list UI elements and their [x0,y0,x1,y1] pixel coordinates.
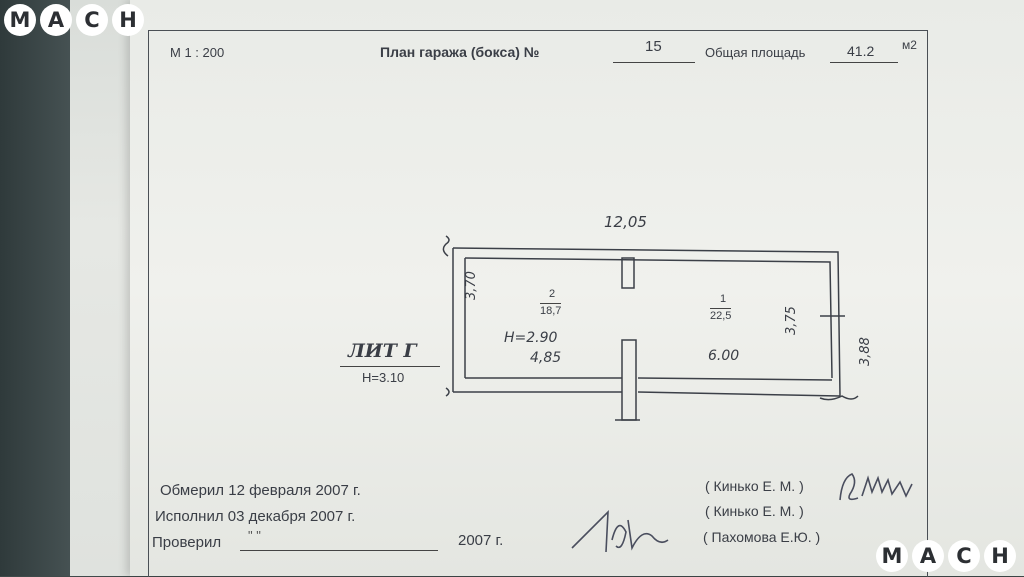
room1-number: 1 [720,293,727,305]
watermark-letter: М [4,4,36,36]
plan-title: План гаража (бокса) № [380,44,540,60]
area-label: Общая площадь [705,45,806,60]
watermark-letter: С [948,540,980,572]
scale-label: М 1 : 200 [170,45,225,60]
watermark-letter: А [40,4,72,36]
left-segment-dimension: 4,85 [530,350,562,366]
lit-height: H=3.10 [362,370,405,385]
watermark-top-left: М А С Н [4,4,144,36]
room2-area: 18,7 [540,303,562,317]
watermark-bottom-right: М А С Н [876,540,1016,572]
watermark-letter: Н [984,540,1016,572]
garage-number: 15 [645,38,662,55]
inner-height: H=2.90 [504,330,558,346]
measured-by: ( Кинько Е. М. ) [705,478,804,494]
lit-underline [340,366,440,367]
signature-bottom [571,509,669,553]
checked-handwritten-date: " " [248,528,261,543]
measured-line: Обмерил 12 февраля 2007 г. [160,482,361,499]
number-underline [613,62,695,63]
watermark-letter: А [912,540,944,572]
checked-by: ( Пахомова Е.Ю. ) [703,529,821,545]
area-value: 41.2 [847,43,875,59]
checked-year: 2007 г. [458,532,504,549]
right-segment-dimension: 6.00 [708,348,740,364]
area-underline [830,62,898,63]
room1-area: 22,5 [710,308,732,322]
checked-underline [240,550,438,551]
signature-top [839,473,913,501]
executed-by: ( Кинько Е. М. ) [705,503,804,519]
executed-line: Исполнил 03 декабря 2007 г. [155,508,356,525]
watermark-letter: Н [112,4,144,36]
watermark-letter: С [76,4,108,36]
watermark-letter: М [876,540,908,572]
document-frame [148,30,928,577]
checked-label: Проверил [152,534,222,551]
total-length-dimension: 12,05 [604,213,647,231]
area-unit: м2 [902,38,917,52]
room2-number: 2 [549,288,556,300]
lit-label: ЛИТ Г [348,340,417,362]
document-sheet [130,0,1024,576]
